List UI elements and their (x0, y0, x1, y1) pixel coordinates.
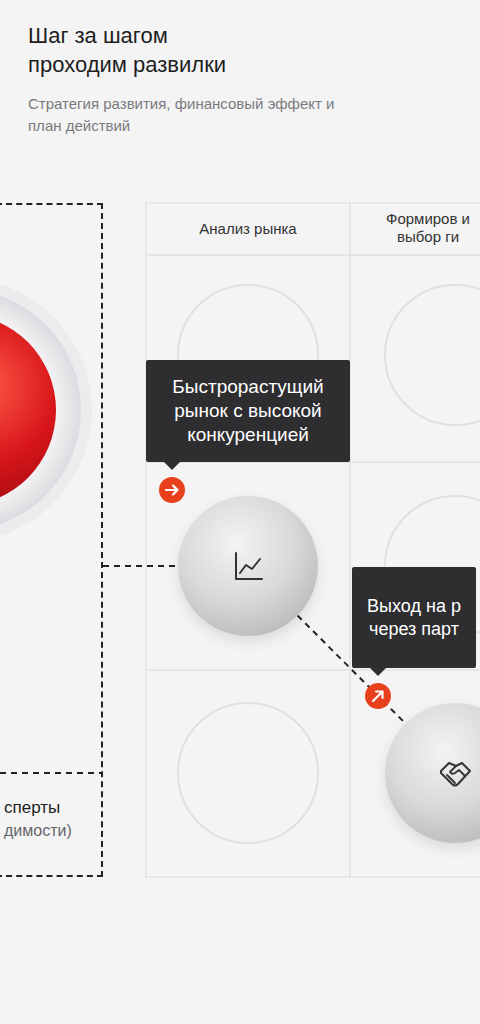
column-header: Формиров и выбор ги (386, 210, 470, 246)
empty-slot (178, 703, 318, 843)
marker-arrow (373, 692, 383, 702)
callout-pointer (164, 462, 180, 470)
handshake-icon (441, 763, 470, 786)
callout-text: Быстрорастущий рынок с высокой конкуренц… (154, 375, 342, 446)
sphere-core (0, 314, 56, 506)
sphere-shape (178, 496, 318, 636)
marker-dot (159, 477, 185, 503)
sphere-ring (0, 289, 81, 531)
group-label: сперты (4, 797, 60, 818)
expert-group-box: сперты димости) (0, 203, 103, 877)
sphere-body (385, 703, 480, 843)
sphere-body (178, 496, 318, 636)
chart-icon (236, 553, 262, 579)
grid-line (146, 669, 480, 671)
callout-text: Выход на р через парт (360, 595, 468, 640)
chart-icon (240, 559, 260, 573)
step-marker (159, 477, 185, 503)
section-divider (0, 772, 103, 774)
column-header: Анализ рынка (146, 220, 350, 238)
step-node: Выход на р через парт (385, 703, 480, 843)
step-marker (365, 683, 391, 709)
dashed-connector (103, 565, 178, 567)
callout-pointer (370, 668, 386, 676)
handshake-icon (447, 766, 465, 783)
group-note: димости) (4, 821, 72, 841)
red-sphere (0, 278, 92, 542)
empty-slot (385, 285, 480, 425)
sphere-halo (0, 278, 92, 542)
callout-box: Быстрорастущий рынок с высокой конкуренц… (146, 360, 350, 462)
grid-line (146, 254, 480, 256)
sphere-shape (385, 703, 480, 843)
grid-line (349, 203, 351, 877)
callout-box: Выход на р через парт (352, 567, 476, 668)
title: Шаг за шагом проходим развилки (28, 22, 243, 79)
marker-arrow (166, 486, 178, 495)
step-node: Быстрорастущий рынок с высокой конкуренц… (178, 496, 318, 636)
marker-dot (365, 683, 391, 709)
subtitle: Стратегия развития, финансовый эффект и … (28, 93, 346, 137)
